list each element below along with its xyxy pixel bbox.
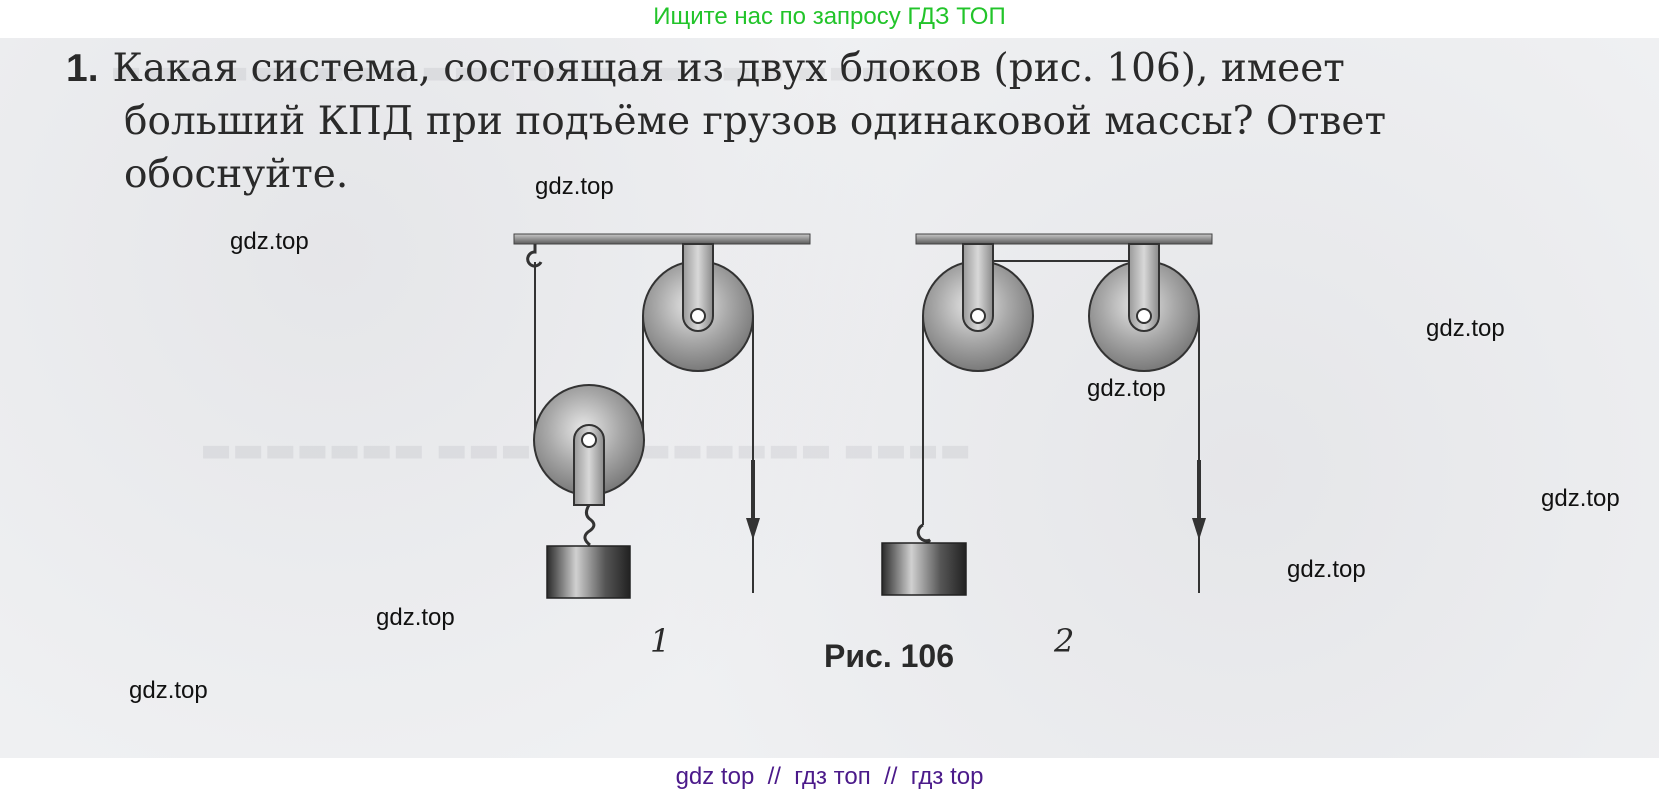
question-line-3: обоснуйте. [124, 152, 349, 197]
system-label-2: 2 [1054, 622, 1075, 660]
watermark: gdz.top [1287, 556, 1366, 583]
pulley-system-2-icon [881, 233, 1213, 596]
force-arrow-icon [1192, 518, 1206, 540]
watermark: gdz.top [129, 677, 208, 704]
weight-icon [546, 545, 631, 599]
watermark: gdz.top [1541, 485, 1620, 512]
watermark: gdz.top [535, 173, 614, 200]
question-line-1: Какая система, состоящая из двух блоков … [112, 46, 1345, 91]
watermark: gdz.top [376, 604, 455, 631]
watermark: gdz.top [1087, 375, 1166, 402]
figure-caption: Рис. 106 [824, 638, 954, 674]
top-banner-text: Ищите нас по запросу ГДЗ ТОП [653, 3, 1006, 30]
question-line-2: больший КПД при подъёме грузов одинаково… [124, 99, 1387, 144]
system-label-1: 1 [650, 622, 671, 660]
pulley-system-1-icon [513, 233, 811, 599]
textbook-page [0, 38, 1659, 758]
weight-icon [881, 542, 967, 596]
bottom-banner: gdz top // гдз топ // гдз top [0, 758, 1659, 798]
watermark: gdz.top [1426, 315, 1505, 342]
question-1: 1. Какая система, состоящая из двух блоко… [66, 42, 1606, 201]
top-banner: Ищите нас по запросу ГДЗ ТОП [0, 0, 1659, 38]
force-arrow-icon [746, 518, 760, 540]
watermark: gdz.top [230, 228, 309, 255]
bottom-banner-text: gdz top // гдз топ // гдз top [675, 763, 984, 790]
question-number: 1. [66, 47, 99, 90]
